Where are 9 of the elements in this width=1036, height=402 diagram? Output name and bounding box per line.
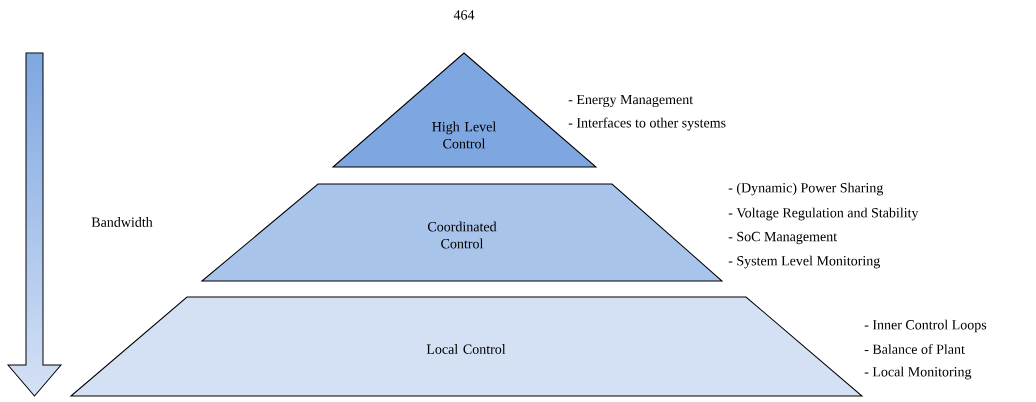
- list-item: - Voltage Regulation and Stability: [728, 207, 919, 221]
- list-item: - System Level Monitoring: [728, 255, 880, 269]
- page-number: 464: [453, 10, 475, 20]
- list-item: - Balance of Plant: [864, 344, 965, 354]
- list-item: - Inner Control Loops: [864, 319, 987, 333]
- list-item: - (Dynamic) Power Sharing: [728, 182, 884, 196]
- list-item: - Local Monitoring: [864, 366, 972, 380]
- list-item: - SoC Management: [728, 231, 837, 245]
- axis-label: Bandwidth: [91, 217, 153, 227]
